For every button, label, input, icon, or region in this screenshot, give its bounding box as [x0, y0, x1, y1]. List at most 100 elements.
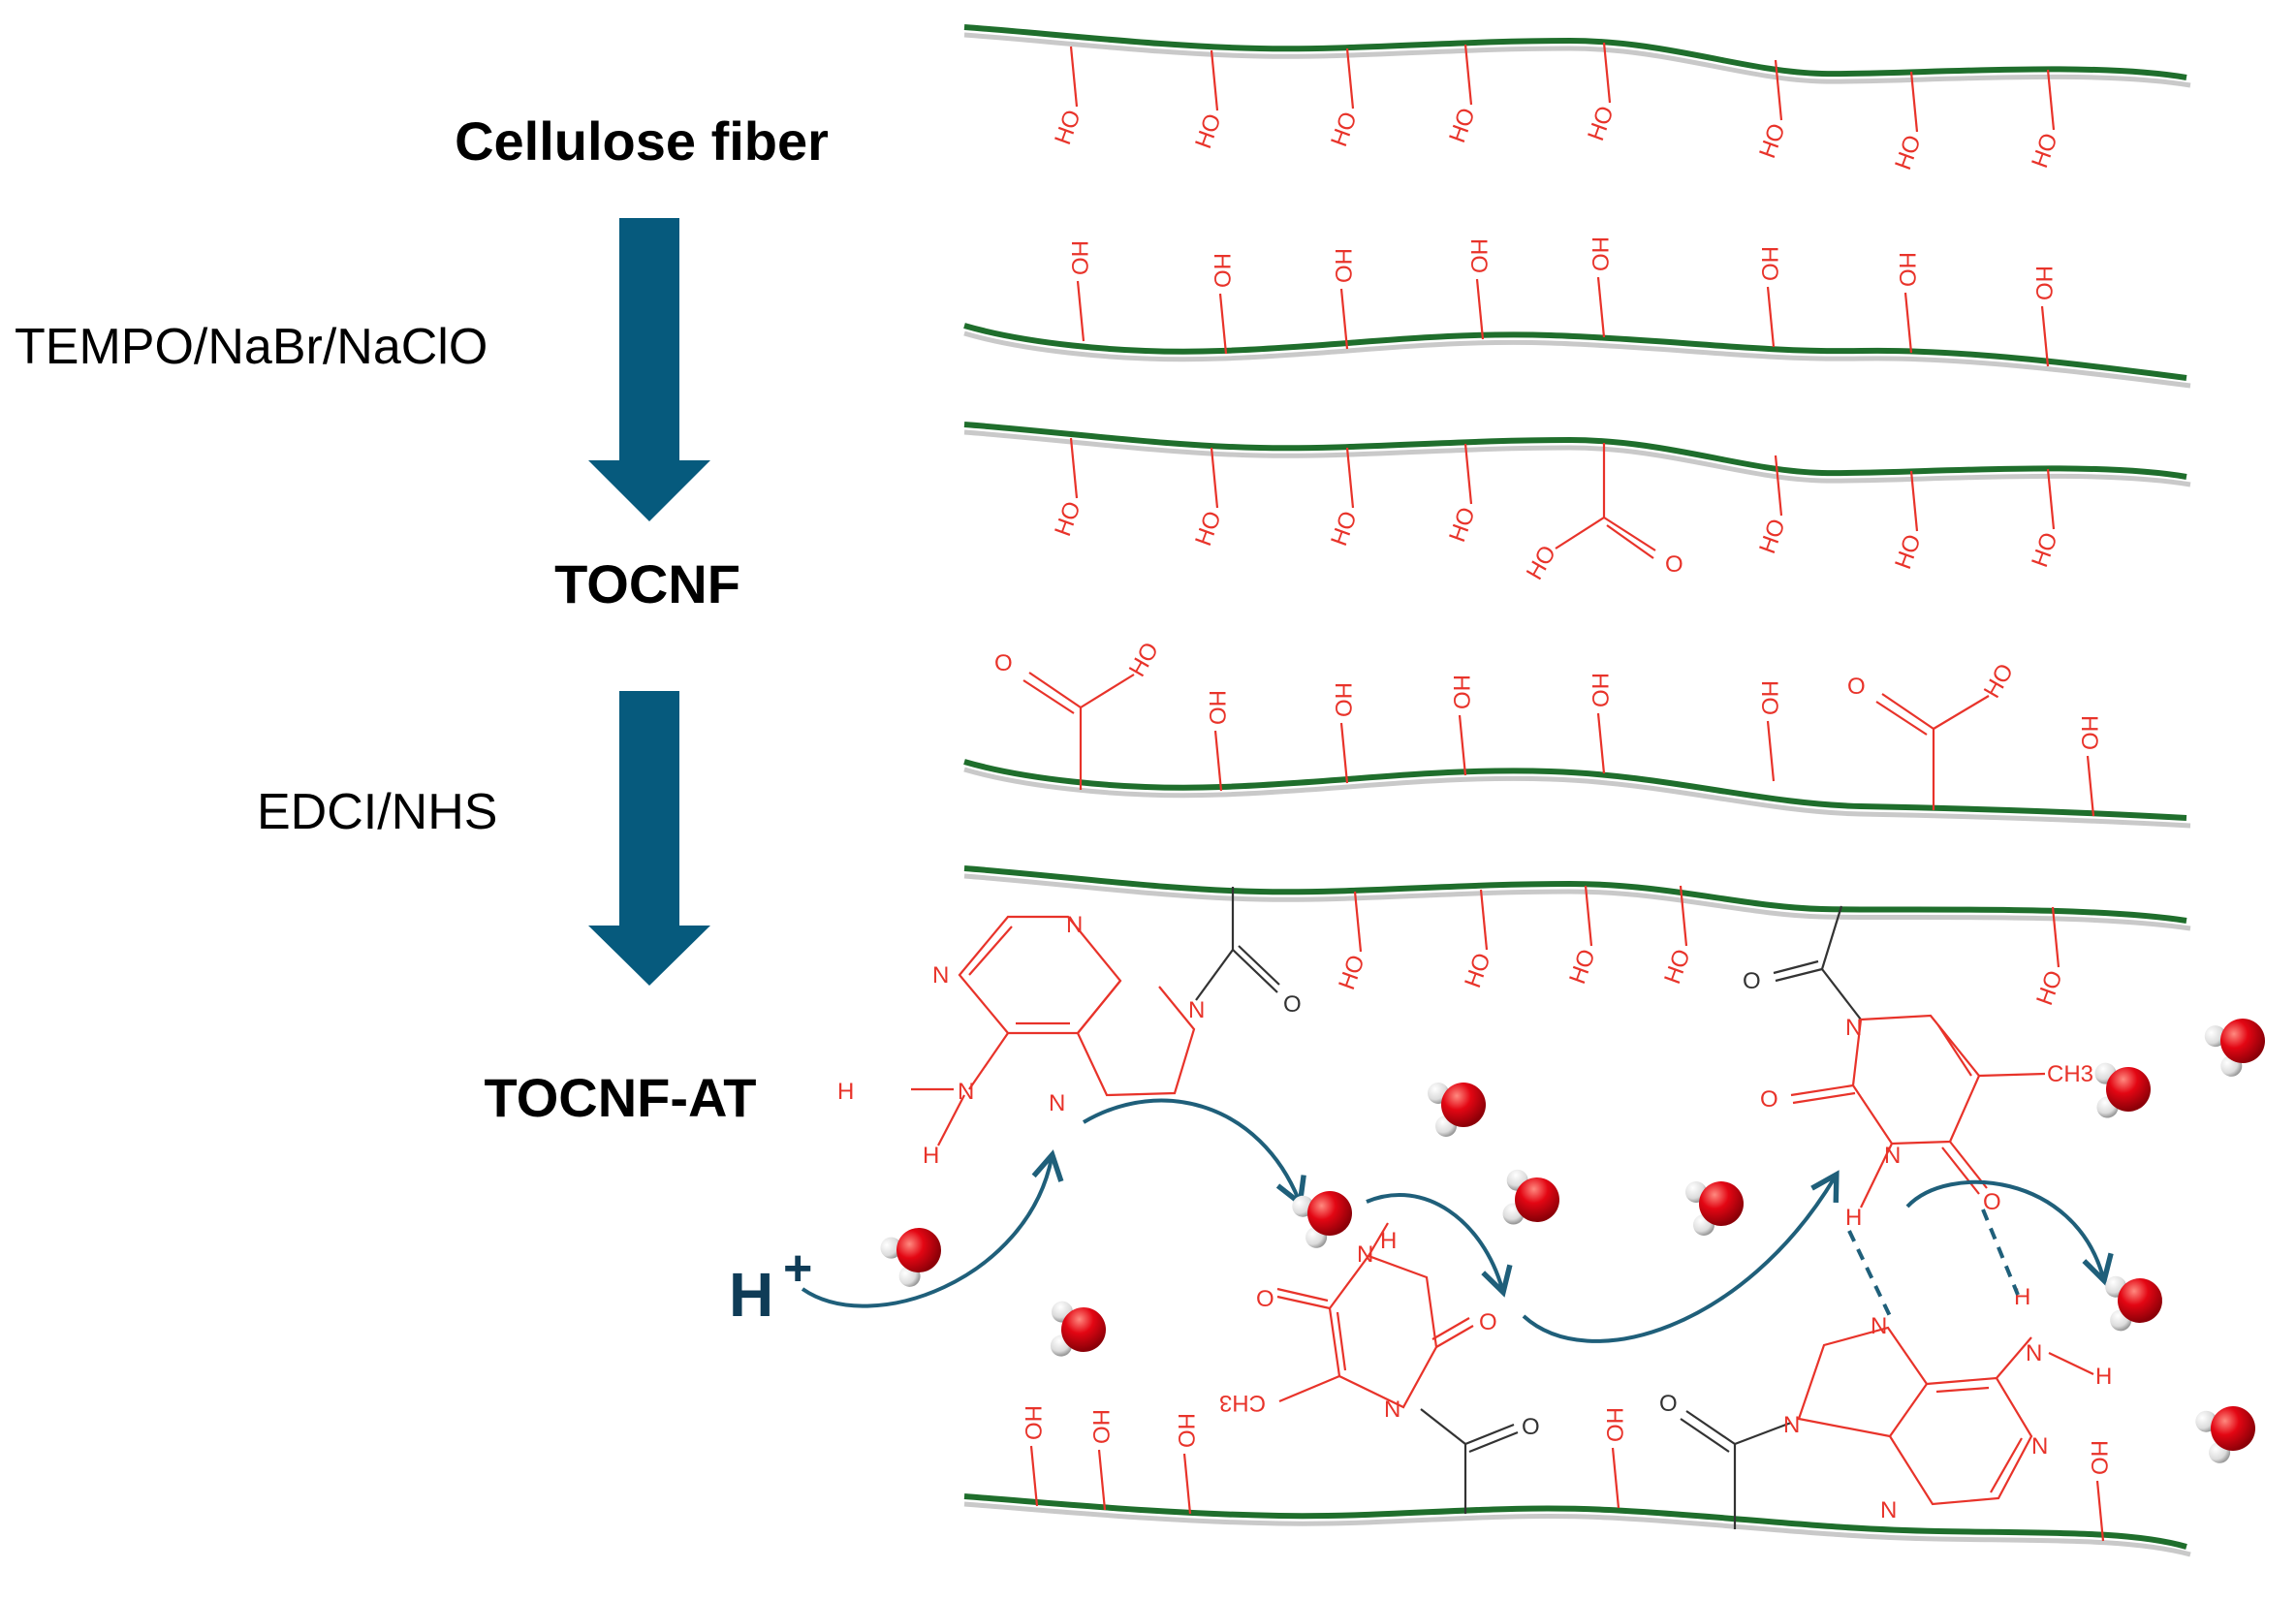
water-oxygen-atom [1515, 1177, 1559, 1222]
water-molecules [880, 1019, 2265, 1463]
adenine-upper: O N N N N N H H [837, 887, 1302, 1169]
process-arrow-1 [588, 218, 710, 521]
hydroxyl-label: HO [1587, 673, 1613, 707]
hydroxyl-group: HO [1334, 891, 1370, 993]
water-oxygen-atom [1061, 1307, 1106, 1352]
label-reagent-edci: EDCI/NHS [257, 784, 497, 840]
hydroxyl-group: HO [1326, 47, 1363, 150]
water-molecule [2204, 1019, 2265, 1077]
hydroxyl-label: HO [1890, 132, 1927, 173]
hydroxyl-group: HO [1050, 437, 1086, 540]
water-molecule [1428, 1083, 1486, 1137]
hydroxyl-group: HO [1890, 71, 1927, 173]
label-tocnf-at: TOCNF-AT [485, 1067, 757, 1128]
hydroxyl-label: HO [1754, 516, 1791, 557]
hydroxyl-label: HO [1204, 690, 1230, 725]
atom-o-label: O [1256, 1286, 1274, 1312]
hydroxyl-label: HO [1209, 253, 1235, 288]
proton-charge: + [783, 1240, 812, 1297]
fiber-6 [963, 1493, 2187, 1550]
carboxyl-groups: HO O O HO O HO [994, 443, 2019, 810]
atom-h-label: H [1380, 1228, 1397, 1254]
atom-n-label: N [958, 1079, 974, 1105]
amide-o-label: O [1522, 1414, 1540, 1440]
atom-h-label: H [2095, 1364, 2112, 1390]
atom-o-label: O [1983, 1189, 2001, 1215]
fiber-3 [963, 422, 2187, 480]
hydroxyl-label: HO [1444, 504, 1481, 546]
hydroxyl-label: HO [1460, 950, 1496, 991]
atom-n-label: N [1783, 1412, 1800, 1438]
hydroxyl-label: HO [2027, 529, 2063, 571]
fiber-2 [963, 323, 2187, 381]
hydroxyl-group: HO [1209, 253, 1235, 355]
hydroxyl-group: HO [1465, 238, 1492, 340]
atom-n-label: N [1871, 1313, 1887, 1339]
atom-o-label: O [1760, 1086, 1778, 1113]
hydroxyl-label: HO [1756, 680, 1782, 715]
atom-n-label: N [1845, 1015, 1862, 1041]
hydrogen-bond-1 [1847, 1230, 1892, 1317]
hydroxyl-group: HO [1583, 42, 1620, 144]
label-reagent-tempo: TEMPO/NaBr/NaClO [15, 319, 488, 375]
hydroxyl-label: HO [2076, 715, 2102, 750]
thymine-lower: O N O N H O CH3 [1219, 1222, 1540, 1514]
atom-n-label: N [1880, 1497, 1897, 1523]
hydroxyl-label: HO [1326, 508, 1363, 549]
methyl-label: CH3 [2047, 1061, 2093, 1087]
hydroxyl-label: HO [1326, 109, 1363, 150]
hydroxyl-label: HO [1448, 675, 1474, 709]
adenine-lower: O N N N N N H H [1659, 1284, 2112, 1529]
hydroxyl-label: HO [1890, 531, 1927, 573]
hydroxyl-group: HO [1444, 443, 1481, 546]
hydroxyl-group: HO [1587, 673, 1613, 774]
proton-label: H [729, 1260, 773, 1330]
hydroxyl-label: HO [1330, 248, 1356, 283]
hydroxyl-group: HO [1330, 682, 1356, 784]
fiber-4 [963, 759, 2187, 821]
hydroxyl-group: HO [1756, 246, 1782, 348]
amide-o-label: O [1283, 991, 1302, 1018]
hydroxyl-label: HO [1465, 238, 1492, 273]
hydroxyl-label: HO [1894, 252, 1920, 287]
hydroxyl-label: HO [2031, 967, 2068, 1009]
carboxyl-o-label: O [994, 650, 1013, 676]
water-molecule [1685, 1181, 1744, 1236]
carboxyl-o-label: O [1665, 551, 1683, 578]
atom-n-label: N [932, 962, 949, 989]
water-molecule [2195, 1406, 2255, 1463]
hydroxyl-group: HO [2030, 266, 2057, 367]
hydroxyl-group: HO [1066, 240, 1092, 342]
water-oxygen-atom [896, 1228, 941, 1272]
hydroxyl-label: HO [1583, 103, 1620, 144]
atom-o-label: O [1479, 1309, 1497, 1335]
hydroxyl-group: HO [1204, 690, 1230, 792]
hydroxyl-label: HO [1087, 1409, 1114, 1444]
hydroxyl-group: HO [1087, 1409, 1114, 1511]
water-molecule [2105, 1275, 2162, 1332]
atom-n-label: N [1384, 1397, 1400, 1423]
hydroxyl-label: HO [1564, 946, 1601, 988]
hydroxyl-label: HO [2030, 266, 2057, 300]
water-oxygen-atom [1699, 1181, 1744, 1226]
atom-n-label: N [1188, 997, 1205, 1023]
hydroxyl-label: HO [1050, 107, 1086, 148]
fiber-group [963, 24, 2191, 1557]
water-hydrogen-atom [880, 1237, 902, 1259]
methyl-label: CH3 [1219, 1390, 1266, 1416]
hydroxyl-label: HO [1190, 110, 1227, 152]
proton-transfer-arrows [801, 1098, 2114, 1343]
hydroxyl-label: HO [2027, 130, 2063, 172]
atom-h-label: H [837, 1079, 854, 1105]
hydroxyl-label: HO [1190, 508, 1227, 549]
process-arrow-2 [588, 691, 710, 986]
water-oxygen-atom [2106, 1067, 2151, 1112]
hydroxyl-group: HO [1020, 1405, 1046, 1507]
water-molecule [1292, 1191, 1352, 1248]
hydroxyl-group: HO [1756, 680, 1782, 782]
hydroxyl-label: HO [1587, 236, 1613, 271]
hydroxyl-group: HO [1326, 447, 1363, 549]
hydroxyl-group: HO [1564, 885, 1601, 988]
hydroxyl-label: HO [1444, 105, 1481, 146]
